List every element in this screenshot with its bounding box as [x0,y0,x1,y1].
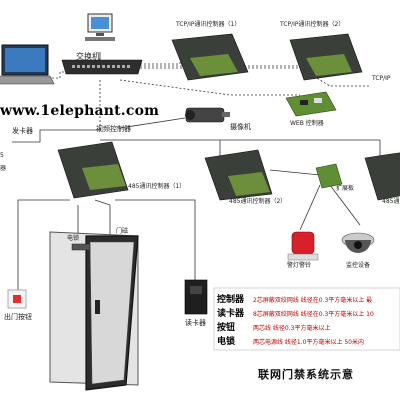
line-laptop-switch [52,71,68,79]
camera-icon [185,107,230,123]
legend-desc: 2芯屏蔽双绞网线 线径在0.3平方毫米以上 最 [253,297,373,304]
line-ctrl-exitbtn [17,199,70,290]
door-sensor-label: 门磁 [116,228,129,235]
legend-key: 电锁 [217,337,236,347]
switch-icon [61,59,143,75]
tcp-controller-2-label: TCP/IP通讯控制器（2） [280,21,345,28]
485-controller-3-icon [364,152,400,201]
left-edge-label-bottom: 器 [0,165,7,172]
desktop-pc-icon [85,13,115,41]
legend-desc: 两芯电源线 线径1.0平方毫米以上 50米内 [253,339,364,346]
web-controller-label: WEB 控制器 [290,120,324,127]
line-switch-tcp1 [140,62,181,65]
line-exp-monitor [329,184,361,226]
line-ctrl-door [94,199,111,235]
legend-row-button: 按钮 两芯线 线径0.3平方毫米以上 [217,320,331,333]
legend-desc: 8芯屏蔽双绞网线 线径在0.3平方毫米以上 10 [253,311,374,318]
legend-desc: 两芯线 线径0.3平方毫米以上 [253,325,331,332]
door-icon [49,231,139,391]
camera-label: 摄像机 [230,123,251,131]
dome-camera-icon [341,232,375,253]
legend-box [213,287,400,351]
web-controller-icon [285,91,337,117]
485-controller-1-icon [57,141,129,199]
video-controller-label: 视频控制器 [96,125,131,133]
siren-label: 警灯警铃 [287,262,312,269]
legend-row-reader: 读卡器 8芯屏蔽双绞网线 线径在0.3平方毫米以上 10 [217,306,374,319]
legend-key: 读卡器 [217,309,245,319]
card-reader-icon [184,279,208,315]
left-edge-label-top: 5 [0,152,4,159]
legend-row-controller: 控制器 2芯屏蔽双绞网线 线径在0.3平方毫米以上 最 [217,292,373,305]
exit-button-icon [7,289,27,309]
expansion-board-icon [315,163,343,189]
line-card-issuer [12,129,100,143]
line-expansion [269,169,321,176]
siren-icon [287,231,319,261]
monitor-label: 监控设备 [346,262,371,269]
485-controller-1-label: 485通讯控制器（1） [128,183,186,190]
tcp-controller-1-icon [171,33,249,81]
watermark-text: www.1elephant.com [0,103,160,119]
card-reader-label: 读卡器 [185,319,206,327]
connection-lines [12,52,381,290]
tcp-controller-3-label: TCP/IP [372,75,391,82]
485-controller-3-label: 485通 [382,198,400,205]
485-controller-2-icon [204,149,273,201]
line-ctrl-reader [115,199,196,280]
tcp-controller-2-icon [289,33,363,81]
lock-label: 电锁 [67,235,80,242]
tcp-controller-1-label: TCP/IP通讯控制器（1） [176,21,241,28]
lock-device-icon [71,243,91,251]
legend-row-lock: 电锁 两芯电源线 线径1.0平方毫米以上 50米内 [217,334,364,347]
legend-key: 按钮 [217,323,236,333]
diagram-title: 联网门禁系统示意 [258,368,354,381]
line-exp-siren [299,184,321,231]
exit-button-label: 出门按钮 [4,313,32,321]
expansion-board-label: 扩展板 [336,185,355,192]
legend-key: 控制器 [217,295,245,305]
laptop-icon [0,44,55,85]
485-controller-2-label: 485通讯控制器（2） [229,198,287,205]
switch-label: 交换机 [76,52,100,61]
card-issuer-label: 发卡器 [12,127,33,135]
line-video-camera [119,117,186,129]
line-switch-web [119,79,300,96]
